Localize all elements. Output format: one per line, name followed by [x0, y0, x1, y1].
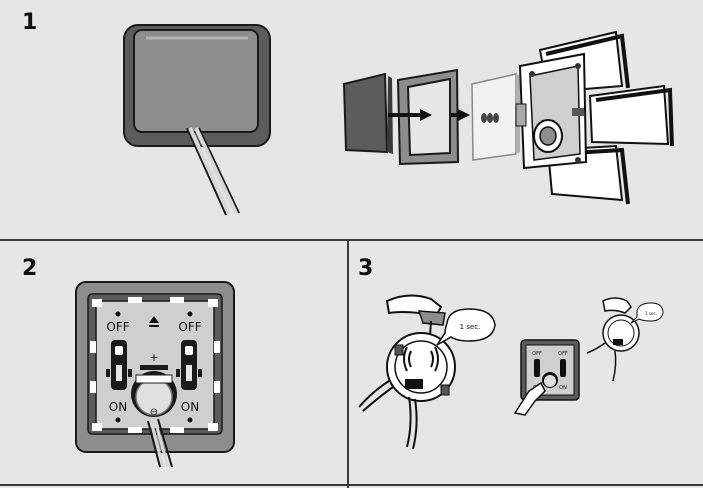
step-number-1: 1 — [22, 10, 38, 35]
bubble-text-small: 1 sec. — [645, 311, 657, 316]
vertical-divider — [347, 240, 349, 488]
installed-switch-small: OFF OFF ON ON — [513, 339, 580, 416]
horizontal-divider — [0, 239, 703, 241]
small-on-right: ON — [559, 385, 567, 391]
bottom-border — [0, 484, 703, 486]
small-off-left: OFF — [532, 351, 542, 357]
dip-switch-right[interactable] — [176, 340, 202, 390]
module-body-large — [386, 332, 456, 402]
off-label-left: OFF — [106, 320, 129, 334]
off-label-right: OFF — [178, 320, 201, 334]
small-off-right: OFF — [558, 351, 568, 357]
eject-icon — [149, 316, 159, 323]
battery-minus-sign: ⊖ — [150, 407, 158, 418]
step-number-2: 2 — [22, 256, 38, 281]
installed-switch — [123, 24, 271, 216]
panel-3-illustration: 1 sec. OFF OFF ON ON 1 sec. — [358, 294, 664, 450]
exploded-view — [342, 30, 674, 205]
panel-2-illustration: OFF OFF + ⊖ ON ON — [75, 281, 235, 468]
on-label-right: ON — [181, 400, 199, 414]
press-button-small: 1 sec. — [586, 297, 664, 382]
on-label-left: ON — [109, 400, 127, 414]
press-button-large: 1 sec. — [358, 294, 496, 450]
dip-switch-left[interactable] — [106, 340, 132, 390]
battery-plus-sign: + — [149, 351, 158, 364]
bubble-text-large: 1 sec. — [460, 323, 481, 331]
step-number-3: 3 — [358, 256, 374, 281]
panel-1-illustration — [123, 24, 674, 216]
